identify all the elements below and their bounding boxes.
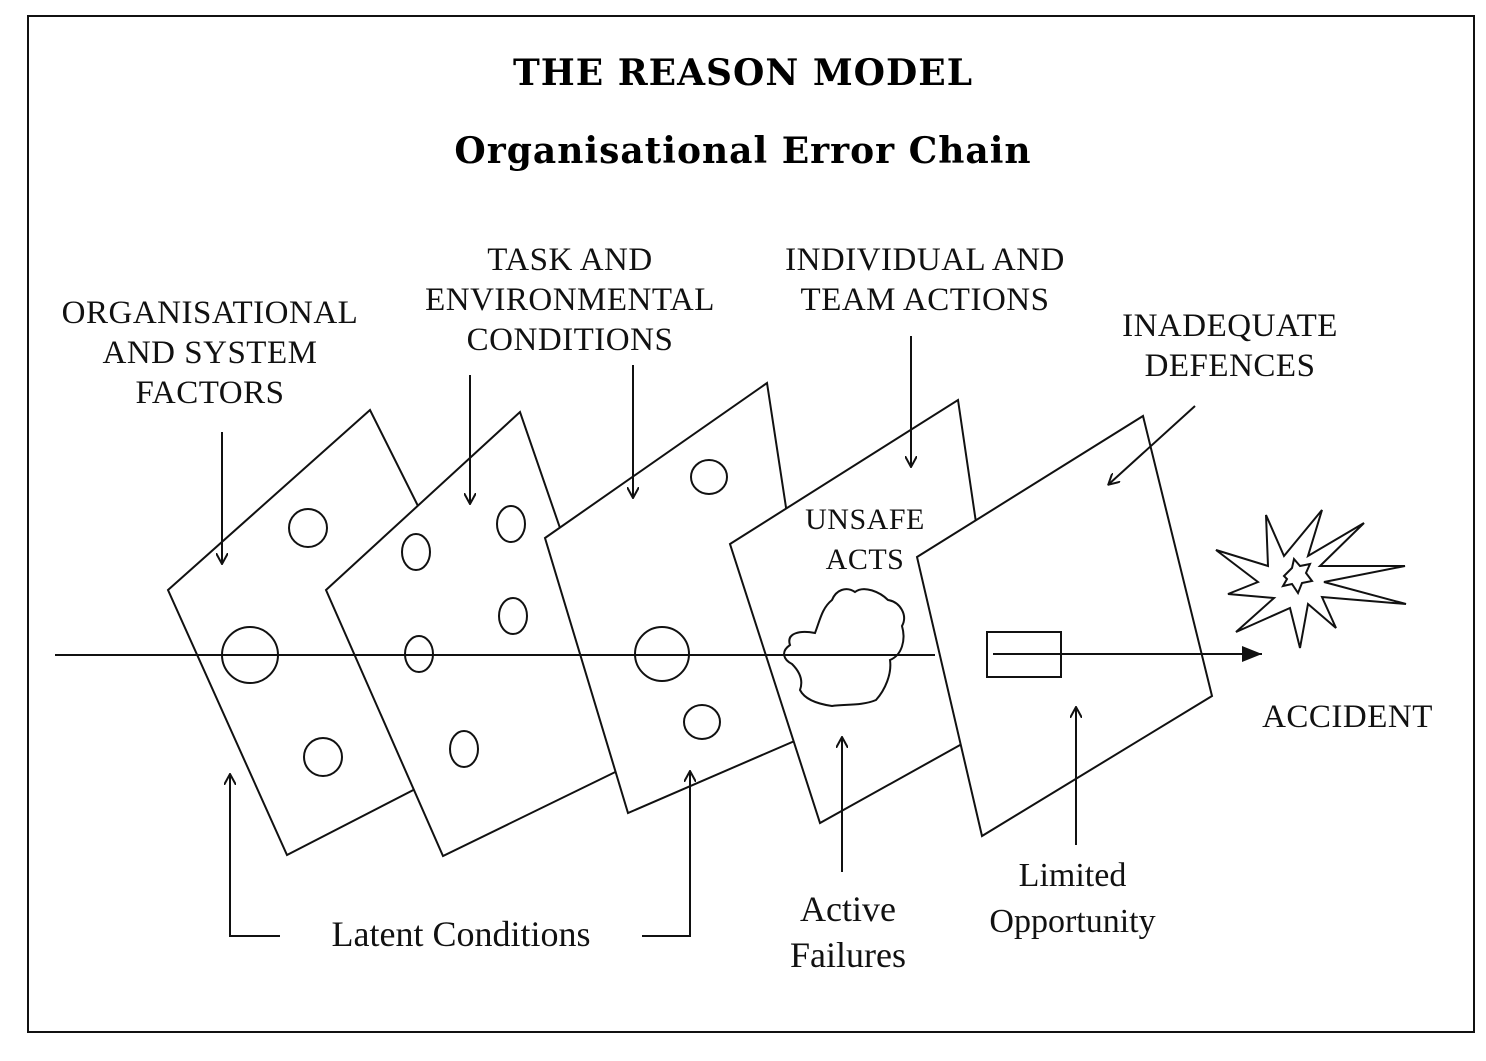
label-line: DEFENCES [1144, 348, 1316, 384]
plate-conditions [543, 381, 822, 815]
label-line: TEAM ACTIONS [800, 282, 1050, 318]
hole [683, 704, 721, 740]
label-line: Limited [1018, 857, 1127, 894]
hole [690, 459, 728, 495]
label-line: Active [800, 889, 896, 929]
hole [303, 737, 343, 777]
label-active-failures: Active Failures [750, 886, 946, 978]
label-line: ORGANISATIONAL [61, 295, 359, 331]
label-organisational-factors: ORGANISATIONAL AND SYSTEM FACTORS [45, 293, 375, 413]
accident-burst-icon [1215, 509, 1407, 649]
label-line: INADEQUATE [1122, 308, 1338, 344]
label-line: Opportunity [989, 903, 1156, 940]
hole [496, 505, 526, 543]
label-line: UNSAFE [805, 503, 925, 536]
label-line: ENVIRONMENTAL [425, 282, 715, 318]
label-line: FACTORS [135, 375, 285, 411]
diagram-subtitle: Organisational Error Chain [454, 130, 1032, 172]
label-line: ACTS [825, 543, 905, 576]
diagram-frame [27, 15, 1475, 1033]
label-line: Failures [790, 935, 906, 975]
label-line: CONDITIONS [466, 322, 674, 358]
label-accident: ACCIDENT [1262, 699, 1433, 735]
label-limited-opportunity: Limited Opportunity [955, 853, 1190, 945]
hole [401, 533, 431, 571]
label-inadequate-defences: INADEQUATE DEFENCES [1095, 306, 1365, 386]
label-latent-conditions: Latent Conditions [331, 914, 591, 954]
latent-right-arrow [642, 772, 690, 937]
arrow-defences [1109, 405, 1196, 484]
label-individual-team: INDIVIDUAL AND TEAM ACTIONS [760, 240, 1090, 320]
unsafe-act-blob [783, 588, 906, 708]
hole [288, 508, 328, 548]
hole [449, 730, 479, 768]
label-line: TASK AND [487, 242, 653, 278]
label-unsafe-acts: UNSAFE ACTS [775, 500, 955, 580]
diagram-title: THE REASON MODEL [512, 52, 974, 94]
hole [498, 597, 528, 635]
latent-left-arrow [230, 775, 280, 937]
label-line: INDIVIDUAL AND [785, 242, 1065, 278]
label-line: AND SYSTEM [102, 335, 318, 371]
label-task-environmental: TASK AND ENVIRONMENTAL CONDITIONS [400, 240, 740, 360]
